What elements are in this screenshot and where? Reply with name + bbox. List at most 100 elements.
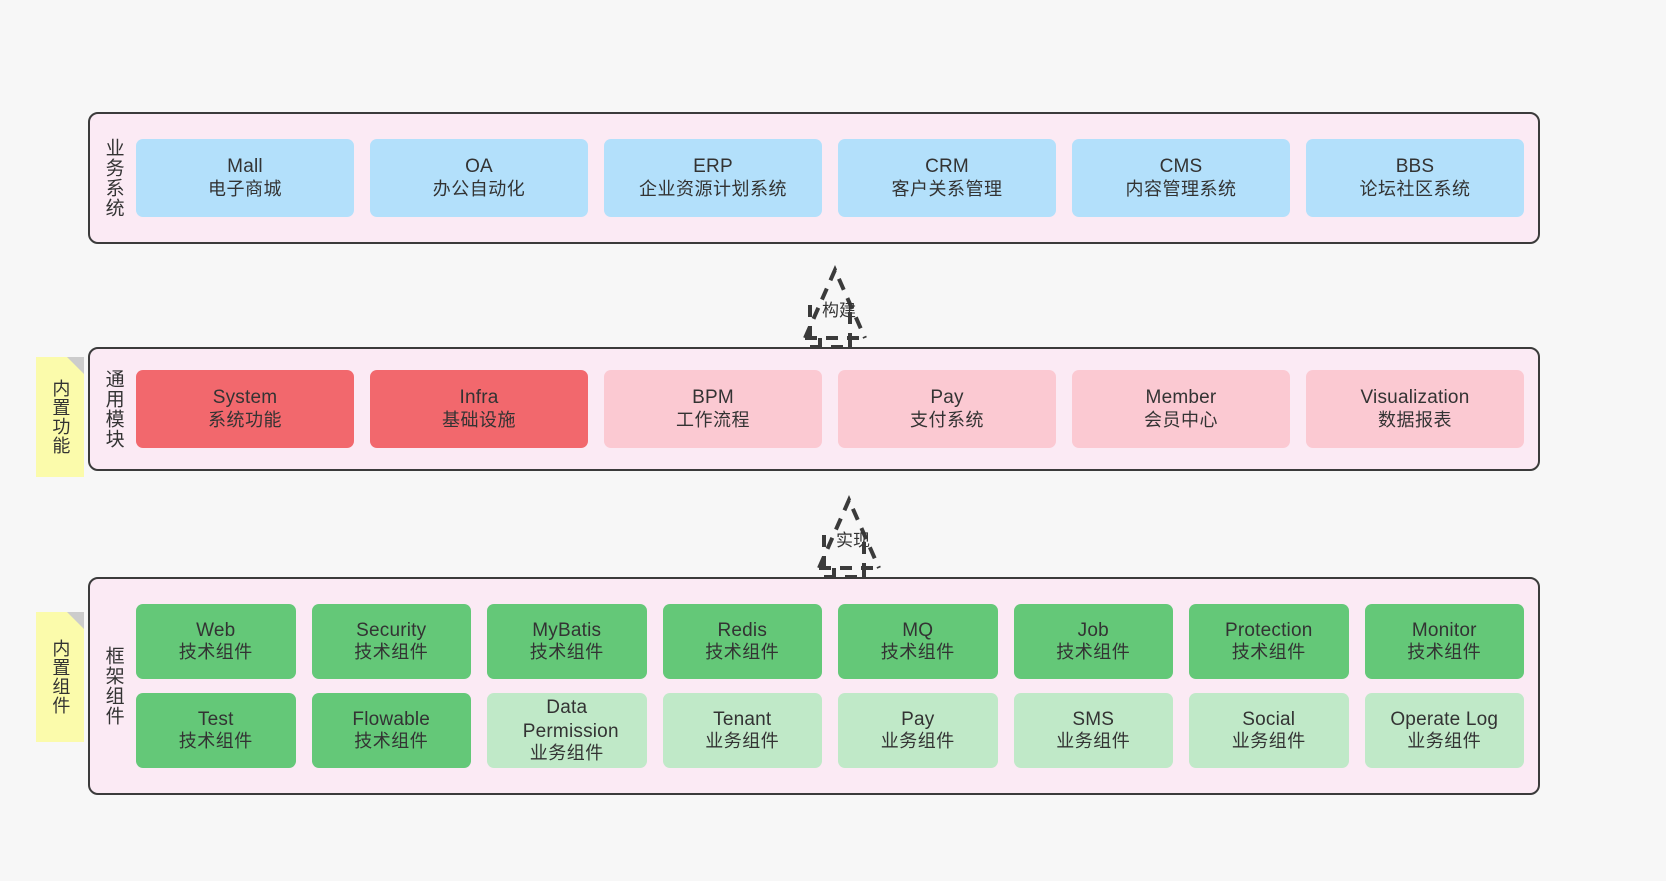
card-system[interactable]: System 系统功能 [136, 370, 354, 448]
card-erp[interactable]: ERP 企业资源计划系统 [604, 139, 822, 217]
card-social[interactable]: Social 业务组件 [1189, 693, 1349, 768]
layer-business-system: 业务系统 Mall 电子商城 OA 办公自动化 ERP 企业资源计划系统 CRM… [88, 112, 1540, 244]
card-title-cn: 内容管理系统 [1125, 178, 1237, 199]
card-title-cn: 系统功能 [208, 409, 282, 430]
card-title-cn: 会员中心 [1144, 409, 1218, 430]
card-title-en: BBS [1395, 156, 1435, 178]
card-data-permission[interactable]: Data Permission 业务组件 [487, 693, 647, 768]
card-title-en: Web [196, 619, 236, 641]
card-title-cn: 工作流程 [676, 409, 750, 430]
folded-corner-icon [67, 357, 84, 374]
arrow-stem [822, 535, 866, 579]
card-cms[interactable]: CMS 内容管理系统 [1072, 139, 1290, 217]
card-title-en: MQ [902, 619, 934, 641]
business-card-list: Mall 电子商城 OA 办公自动化 ERP 企业资源计划系统 CRM 客户关系… [136, 114, 1538, 242]
card-title-en: Tenant [713, 708, 772, 730]
card-flowable[interactable]: Flowable 技术组件 [311, 693, 471, 768]
sticky-note-text: 内置功能 [50, 379, 71, 455]
card-monitor[interactable]: Monitor 技术组件 [1364, 604, 1524, 679]
card-title-en: Pay [930, 387, 964, 409]
card-pay-business[interactable]: Pay 业务组件 [838, 693, 998, 768]
layer-title-framework-component: 框架组件 [102, 646, 124, 726]
card-title-cn: 办公自动化 [432, 178, 526, 199]
card-title-en: Visualization [1360, 387, 1470, 409]
card-title-cn: 技术组件 [178, 731, 253, 752]
card-title-en: Redis [717, 619, 768, 641]
card-sms[interactable]: SMS 业务组件 [1013, 693, 1173, 768]
card-title-cn: 技术组件 [529, 642, 604, 663]
layer-common-module: 通用模块 System 系统功能 Infra 基础设施 BPM 工作流程 Pay… [88, 347, 1540, 471]
card-infra[interactable]: Infra 基础设施 [370, 370, 588, 448]
connector-build: 构建 [760, 258, 910, 348]
card-mybatis[interactable]: MyBatis 技术组件 [487, 604, 647, 679]
card-oa[interactable]: OA 办公自动化 [370, 139, 588, 217]
card-title-cn: 支付系统 [910, 409, 984, 430]
card-title-en: Job [1077, 619, 1109, 641]
module-card-row: System 系统功能 Infra 基础设施 BPM 工作流程 Pay 支付系统… [136, 370, 1524, 448]
card-title-en: CRM [925, 156, 969, 178]
card-test[interactable]: Test 技术组件 [136, 693, 296, 768]
card-title-cn: 技术组件 [178, 642, 253, 663]
card-title-cn: 技术组件 [354, 642, 429, 663]
card-title-en: Flowable [352, 708, 431, 730]
card-title-en: Infra [459, 387, 499, 409]
card-title-cn: 业务组件 [1407, 731, 1482, 752]
card-operate-log[interactable]: Operate Log 业务组件 [1364, 693, 1524, 768]
card-title-cn: 技术组件 [1231, 642, 1306, 663]
sticky-note-builtin-function: 内置功能 [36, 357, 84, 477]
card-title-en: Protection [1224, 619, 1313, 641]
card-title-en: Social [1242, 708, 1296, 730]
card-title-en: Pay [901, 708, 935, 730]
card-tenant[interactable]: Tenant 业务组件 [662, 693, 822, 768]
card-pay[interactable]: Pay 支付系统 [838, 370, 1056, 448]
card-protection[interactable]: Protection 技术组件 [1189, 604, 1349, 679]
card-title-cn: 业务组件 [1056, 731, 1131, 752]
card-crm[interactable]: CRM 客户关系管理 [838, 139, 1056, 217]
card-title-cn: 论坛社区系统 [1359, 178, 1471, 199]
card-title-cn: 技术组件 [705, 642, 780, 663]
card-title-cn: 企业资源计划系统 [639, 178, 787, 199]
card-title-en: SMS [1072, 708, 1115, 730]
framework-card-row-business: Test 技术组件 Flowable 技术组件 Data Permission … [136, 693, 1524, 768]
card-title-en: CMS [1159, 156, 1203, 178]
connector-implement-label: 实现 [836, 531, 870, 550]
card-visualization[interactable]: Visualization 数据报表 [1306, 370, 1524, 448]
card-title-en: ERP [693, 156, 733, 178]
card-title-en: Test [197, 708, 234, 730]
card-title-cn: 业务组件 [705, 731, 780, 752]
connector-implement-stem [819, 535, 869, 580]
arrow-stem [808, 305, 852, 349]
sticky-note-builtin-component: 内置组件 [36, 612, 84, 742]
card-title-cn: 技术组件 [880, 642, 955, 663]
card-mq[interactable]: MQ 技术组件 [838, 604, 998, 679]
card-bbs[interactable]: BBS 论坛社区系统 [1306, 139, 1524, 217]
card-mall[interactable]: Mall 电子商城 [136, 139, 354, 217]
card-title-cn: 客户关系管理 [891, 178, 1003, 199]
layer-title-business-system: 业务系统 [102, 138, 124, 218]
card-title-en: OA [465, 156, 493, 178]
connector-build-label: 构建 [822, 301, 856, 320]
card-security[interactable]: Security 技术组件 [311, 604, 471, 679]
card-title-cn: 电子商城 [208, 178, 282, 199]
card-title-cn: 业务组件 [880, 731, 955, 752]
card-bpm[interactable]: BPM 工作流程 [604, 370, 822, 448]
connector-build-stem [805, 305, 855, 350]
card-web[interactable]: Web 技术组件 [136, 604, 296, 679]
card-title-en: Member [1145, 387, 1217, 409]
card-redis[interactable]: Redis 技术组件 [662, 604, 822, 679]
card-title-cn: 基础设施 [442, 409, 516, 430]
layer-title-common-module: 通用模块 [102, 369, 124, 449]
card-title-cn: 业务组件 [529, 742, 604, 763]
card-title-cn: 技术组件 [1407, 642, 1482, 663]
sticky-note-text: 内置组件 [50, 639, 71, 715]
card-title-en: BPM [692, 387, 734, 409]
card-title-cn: 技术组件 [354, 731, 429, 752]
card-title-en: System [212, 387, 278, 409]
business-card-row: Mall 电子商城 OA 办公自动化 ERP 企业资源计划系统 CRM 客户关系… [136, 139, 1524, 217]
card-title-cn: 数据报表 [1378, 409, 1452, 430]
card-title-en: Security [356, 619, 427, 641]
card-job[interactable]: Job 技术组件 [1013, 604, 1173, 679]
card-member[interactable]: Member 会员中心 [1072, 370, 1290, 448]
layer-framework-component: 框架组件 Web 技术组件 Security 技术组件 MyBatis 技术组件… [88, 577, 1540, 795]
module-card-list: System 系统功能 Infra 基础设施 BPM 工作流程 Pay 支付系统… [136, 349, 1538, 469]
